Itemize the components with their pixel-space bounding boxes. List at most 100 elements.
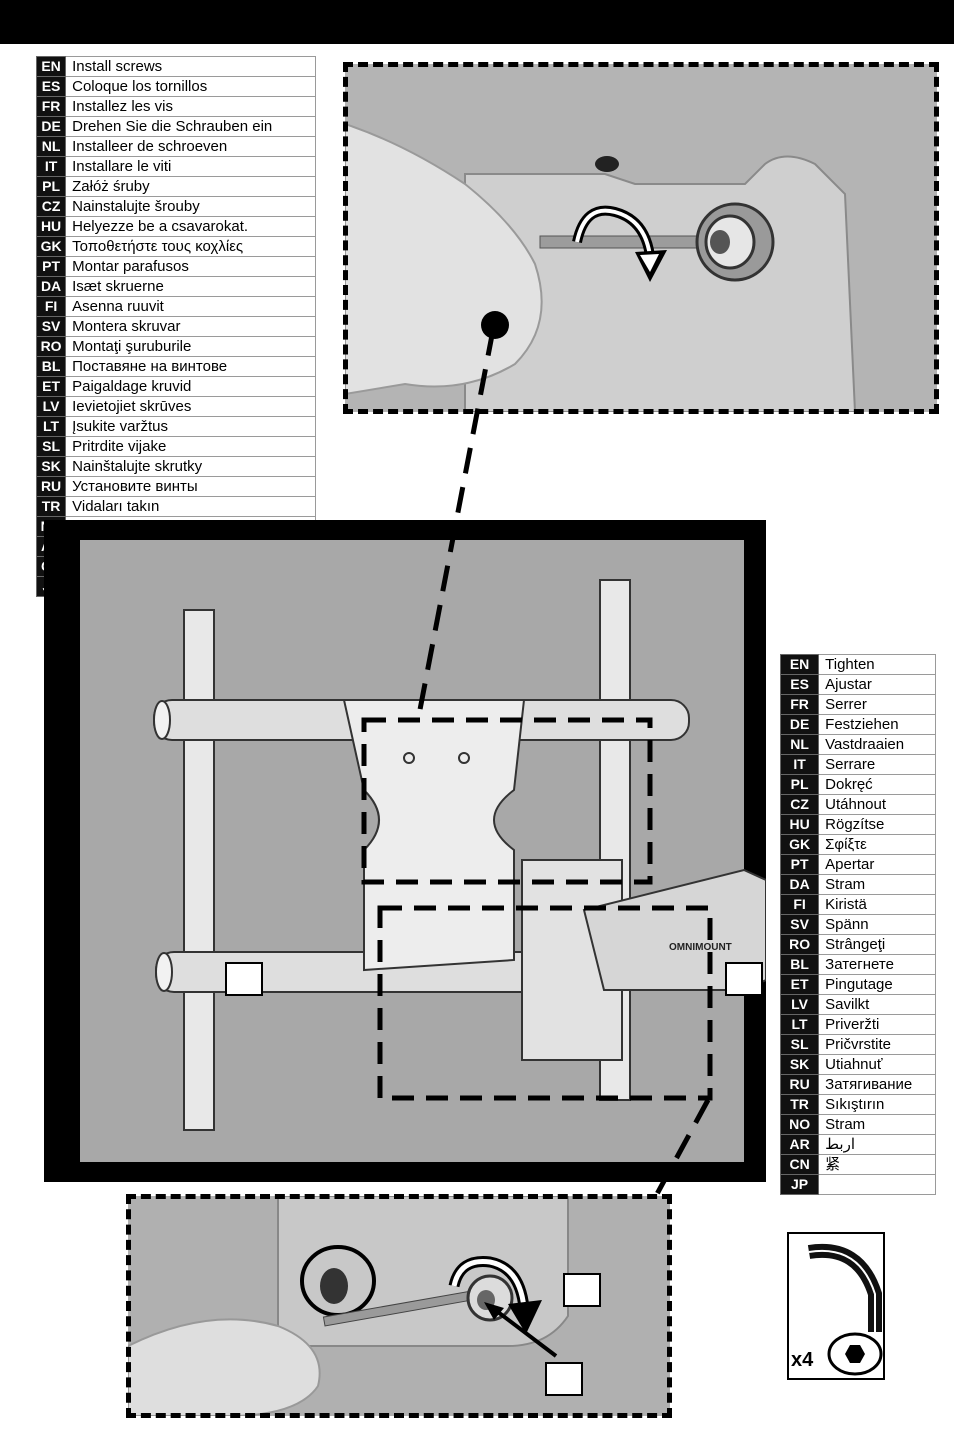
language-row: JP xyxy=(779,1174,936,1195)
translation-text: Įsukite varžtus xyxy=(65,416,316,437)
photo-frame-bottom xyxy=(126,1194,672,1418)
language-code: DE xyxy=(779,714,820,735)
translation-text: اربط xyxy=(818,1134,936,1155)
translation-text: Festziehen xyxy=(818,714,936,735)
header-bar xyxy=(0,0,954,44)
translation-text: Serrare xyxy=(818,754,936,775)
language-code: RU xyxy=(779,1074,820,1095)
language-code: ET xyxy=(35,376,67,397)
language-code: JP xyxy=(779,1174,820,1195)
translation-text: Stram xyxy=(818,874,936,895)
language-code: GK xyxy=(35,236,67,257)
language-code: PL xyxy=(35,176,67,197)
translation-text: Drehen Sie die Schrauben ein xyxy=(65,116,316,137)
language-code: PL xyxy=(779,774,820,795)
translation-text: Apertar xyxy=(818,854,936,875)
language-code: DA xyxy=(779,874,820,895)
translation-text: Savilkt xyxy=(818,994,936,1015)
mount-drawing: OMNIMOUNT xyxy=(153,579,766,1131)
language-code: ES xyxy=(779,674,820,695)
language-code: LV xyxy=(35,396,67,417)
translation-text: Montera skruvar xyxy=(65,316,316,337)
language-code: DE xyxy=(35,116,67,137)
translation-text: Vidaları takın xyxy=(65,496,316,517)
language-code: RU xyxy=(35,476,67,497)
language-code: SK xyxy=(35,456,67,477)
translation-text: Strângeţi xyxy=(818,934,936,955)
hex-key-tool-box: x4 xyxy=(787,1232,885,1380)
photo-install-screws xyxy=(345,64,937,412)
language-code: CZ xyxy=(779,794,820,815)
language-code: HU xyxy=(779,814,820,835)
language-code: BL xyxy=(779,954,820,975)
language-code: GK xyxy=(779,834,820,855)
translation-text: Vastdraaien xyxy=(818,734,936,755)
translation-text: Asenna ruuvit xyxy=(65,296,316,317)
translation-text: Utiahnuť xyxy=(818,1054,936,1075)
language-code: AR xyxy=(779,1134,820,1155)
translation-text: Install screws xyxy=(65,56,316,77)
label-box-photo-top xyxy=(563,1273,601,1307)
translation-text: Rögzítse xyxy=(818,814,936,835)
translation-text: Σφίξτε xyxy=(818,834,936,855)
photo-frame-top xyxy=(343,62,939,414)
language-code: FI xyxy=(35,296,67,317)
translation-text: Serrer xyxy=(818,694,936,715)
language-code: IT xyxy=(779,754,820,775)
translation-text: Nainstalujte šrouby xyxy=(65,196,316,217)
label-box-left xyxy=(225,962,263,996)
translation-text: Nainštalujte skrutky xyxy=(65,456,316,477)
translation-text: Tighten xyxy=(818,654,936,675)
translation-text: Helyezze be a csavarokat. xyxy=(65,216,316,237)
translation-text: Pritrdite vijake xyxy=(65,436,316,457)
language-code: EN xyxy=(779,654,820,675)
translation-text: Montaţi şuruburile xyxy=(65,336,316,357)
language-code: NO xyxy=(779,1114,820,1135)
translation-text: Coloque los tornillos xyxy=(65,76,316,97)
language-code: FR xyxy=(779,694,820,715)
tool-quantity: x4 xyxy=(791,1349,814,1371)
translation-text: Installare le viti xyxy=(65,156,316,177)
translation-text: Ievietojiet skrūves xyxy=(65,396,316,417)
language-code: TR xyxy=(35,496,67,517)
translation-text: Priveržti xyxy=(818,1014,936,1035)
translation-text: Isæt skruerne xyxy=(65,276,316,297)
language-code: LT xyxy=(779,1014,820,1035)
language-code: DA xyxy=(35,276,67,297)
translation-text: Τοποθετήστε τους κοχλίες xyxy=(65,236,316,257)
language-code: TR xyxy=(779,1094,820,1115)
